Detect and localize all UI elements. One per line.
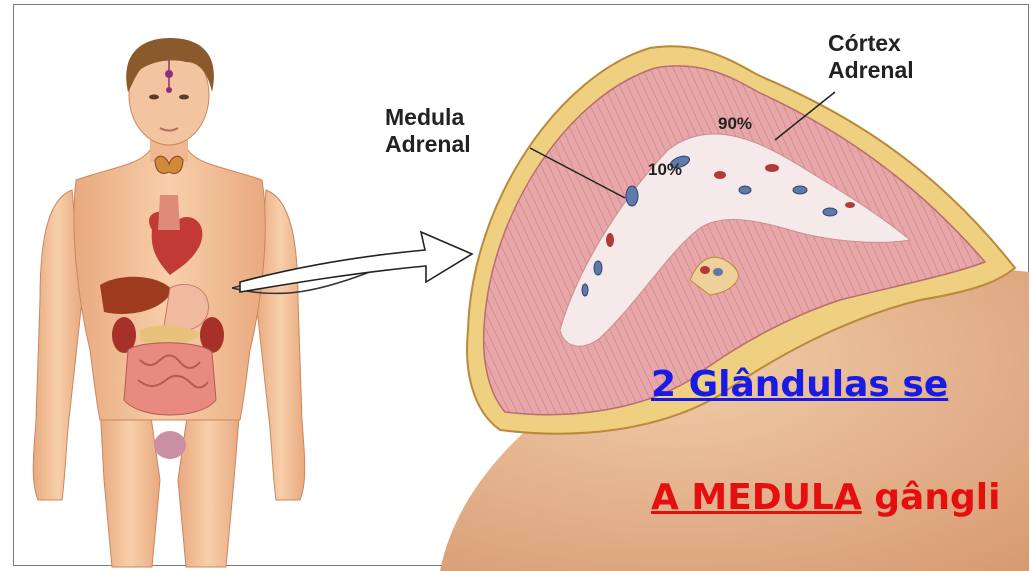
human-body-icon	[33, 38, 305, 567]
slide-title: 2 Glândulas se	[651, 364, 948, 405]
cortex-label-line2: Adrenal	[828, 57, 914, 84]
cortex-percentage: 90%	[718, 114, 752, 134]
slide-subtitle: A MEDULA gângli	[651, 477, 1000, 518]
medula-percentage: 10%	[648, 160, 682, 180]
cortex-label: Córtex Adrenal	[828, 30, 914, 84]
subtitle-rest: gângli	[862, 477, 1001, 518]
medula-label-line1: Medula	[385, 104, 471, 131]
medula-label: Medula Adrenal	[385, 104, 471, 158]
cortex-label-line1: Córtex	[828, 30, 914, 57]
subtitle-underlined: A MEDULA	[651, 477, 862, 518]
medula-label-line2: Adrenal	[385, 131, 471, 158]
